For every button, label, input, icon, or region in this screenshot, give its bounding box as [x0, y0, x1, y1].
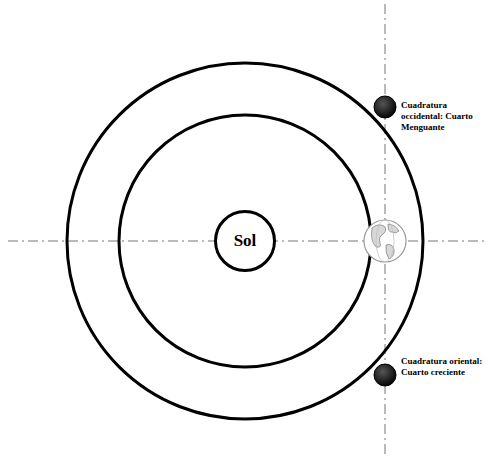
moon-icon — [374, 96, 396, 118]
sun-circle: Sol — [214, 210, 276, 272]
earth-icon — [364, 220, 406, 262]
node-text: Sol — [234, 231, 257, 251]
moon-icon — [374, 364, 396, 386]
moon-orbit — [67, 63, 423, 419]
quadrature-label: Cuadratura oriental: Cuarto creciente — [401, 356, 487, 378]
quadrature-label: Cuadratura occidental: Cuarto Menguante — [401, 100, 487, 132]
earth-orbit — [119, 115, 371, 367]
